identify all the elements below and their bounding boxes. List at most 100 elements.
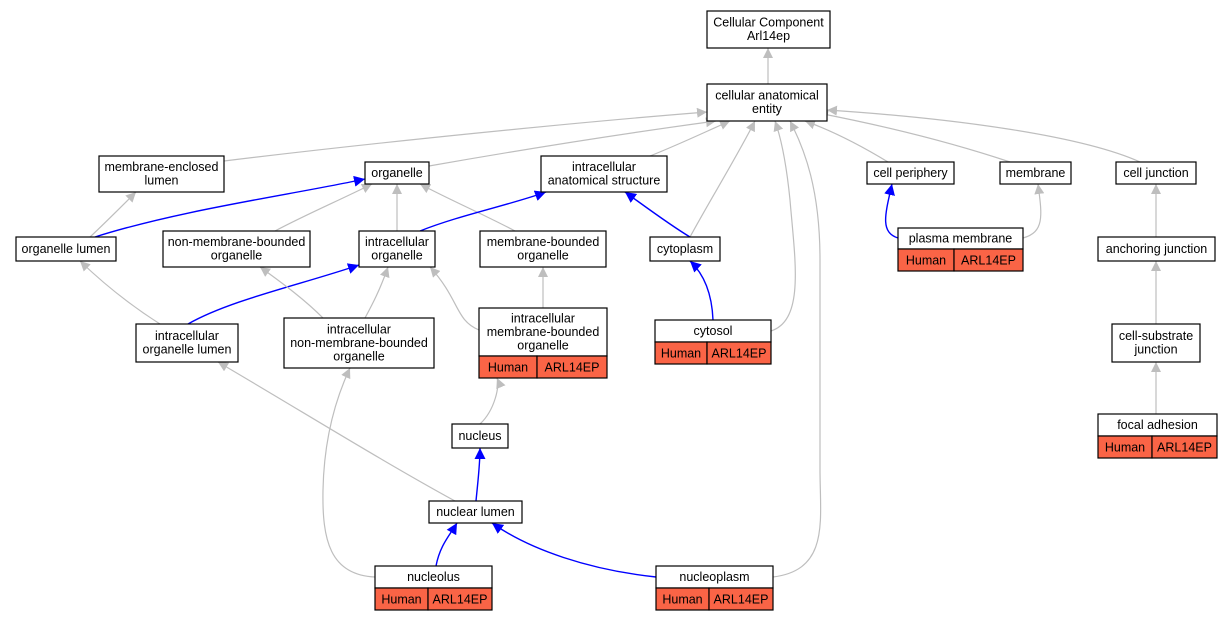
node-label: entity [752, 102, 783, 116]
edge-cper-to-cae [804, 119, 889, 163]
annotation-gene: ARL14EP [712, 347, 767, 361]
edge-iol-to-orgl [79, 260, 161, 325]
node-box [706, 10, 831, 49]
edge-cyto-to-ias [624, 191, 691, 238]
node-label: intracellular [511, 311, 575, 325]
edge-pm-to-cper [884, 183, 899, 239]
node-box [706, 83, 828, 122]
node-label: cytoplasm [657, 242, 713, 256]
edge-iol-to-io [187, 263, 360, 325]
node-box [451, 423, 509, 449]
edge-mel-to-cae [223, 107, 708, 162]
node-label: nuclear lumen [436, 505, 515, 519]
node-nuc[interactable]: nucleus [451, 423, 509, 449]
edge-nuc-to-imbo [479, 377, 506, 425]
annotation-species: Human [906, 254, 946, 268]
node-box [540, 155, 668, 193]
node-label: Arl14ep [747, 29, 790, 43]
node-label: organelle lumen [143, 343, 232, 357]
annotation-species: Human [1105, 441, 1145, 455]
annotation-gene-cell [706, 341, 772, 365]
node-box [478, 307, 608, 357]
node-inmbo[interactable]: intracellularnon-membrane-boundedorganel… [283, 317, 435, 369]
annotation-species: Human [661, 347, 701, 361]
node-aj[interactable]: anchoring junction [1097, 236, 1216, 262]
edge-cytosol-to-cyto [689, 260, 714, 321]
node-box [1111, 323, 1201, 363]
node-nl[interactable]: nuclear lumen [428, 500, 523, 524]
node-label: organelle [517, 249, 568, 263]
annotation-gene-cell [536, 355, 608, 379]
node-label: membrane-bounded [487, 235, 600, 249]
node-label: nucleolus [407, 570, 460, 584]
edge-np-to-cae [772, 120, 822, 578]
node-label: anatomical structure [548, 174, 661, 188]
node-box [364, 161, 430, 185]
node-label: plasma membrane [909, 231, 1013, 245]
node-mem[interactable]: membrane [999, 161, 1072, 185]
node-imbo[interactable]: intracellularmembrane-boundedorganelleHu… [478, 307, 608, 379]
node-label: non-membrane-bounded [290, 336, 428, 350]
edge-cytosol-to-cae [770, 120, 796, 332]
node-box [358, 230, 436, 268]
node-label: cellular anatomical [715, 89, 819, 103]
node-box [162, 230, 311, 268]
node-box [999, 161, 1072, 185]
node-label: membrane [1006, 166, 1066, 180]
annotation-gene: ARL14EP [1157, 441, 1212, 455]
node-box [866, 161, 955, 185]
annotation-gene: ARL14EP [433, 593, 488, 607]
edges-layer [79, 48, 1161, 578]
node-label: cell periphery [873, 166, 948, 180]
node-org[interactable]: organelle [364, 161, 430, 185]
annotation-gene-cell [1151, 435, 1218, 459]
node-orgl[interactable]: organelle lumen [15, 236, 117, 262]
annotation-gene-cell [427, 587, 493, 611]
node-cper[interactable]: cell periphery [866, 161, 955, 185]
edge-nucleolus-to-nl [435, 522, 458, 567]
edge-np-to-nl [491, 522, 657, 578]
annotation-species: Human [662, 593, 702, 607]
node-box [1115, 161, 1197, 185]
node-label: organelle [333, 349, 384, 363]
edge-orgl-to-org [94, 175, 366, 238]
node-box [428, 500, 523, 524]
node-label: membrane-bounded [487, 325, 600, 339]
node-label: Cellular Component [713, 16, 824, 30]
node-label: organelle [371, 249, 422, 263]
edge-nucleolus-to-inmbo [322, 367, 376, 578]
edge-org-to-cae [428, 117, 717, 167]
node-box [135, 323, 239, 363]
annotation-gene: ARL14EP [545, 361, 600, 375]
edge-cjun-to-cae [826, 105, 1141, 163]
node-label: intracellular [155, 329, 219, 343]
node-box [1097, 236, 1216, 262]
node-cyto[interactable]: cytoplasm [649, 236, 721, 262]
node-box [649, 236, 721, 262]
node-label: junction [1133, 343, 1177, 357]
node-label: organelle [517, 338, 568, 352]
edge-mbo-to-org [419, 183, 516, 232]
node-label: cell-substrate [1119, 329, 1193, 343]
node-label: nucleus [458, 429, 501, 443]
node-cjun[interactable]: cell junction [1115, 161, 1197, 185]
edge-nmbo-to-org [274, 183, 373, 232]
annotation-gene: ARL14EP [714, 593, 769, 607]
edge-mem-to-cae [817, 109, 1011, 163]
